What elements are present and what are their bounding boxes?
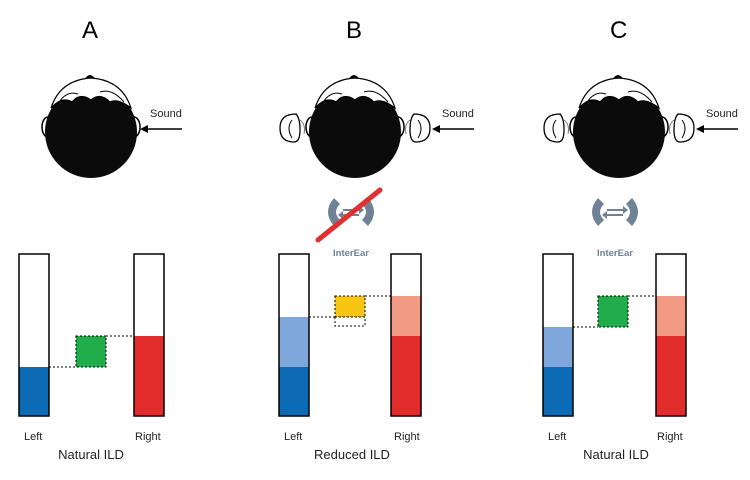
ild-box <box>597 295 629 328</box>
sound-label: Sound <box>706 108 738 120</box>
left-label: Left <box>548 431 566 443</box>
sound-label: Sound <box>150 108 182 120</box>
panel-a: A Sound Left Right Nat <box>18 17 182 462</box>
panel-label-a: A <box>82 17 98 44</box>
ild-caption: Natural ILD <box>583 447 649 462</box>
sound-label: Sound <box>442 108 474 120</box>
panel-label-c: C <box>610 17 627 44</box>
right-label: Right <box>135 431 161 443</box>
disabled-strike-icon <box>315 187 383 243</box>
hearing-aid-left-icon <box>543 113 569 143</box>
ild-box-reduced <box>334 316 366 327</box>
hearing-aid-right-icon <box>669 113 695 143</box>
device-label: InterEar <box>597 248 633 259</box>
panel-b: B Sound <box>278 17 474 462</box>
hearing-aid-right-icon <box>405 113 431 143</box>
ild-box <box>75 335 107 368</box>
arrow-left-icon <box>696 125 738 133</box>
head-icon <box>41 75 141 178</box>
left-label: Left <box>284 431 302 443</box>
arrow-left-icon <box>140 125 182 133</box>
hearing-aid-left-icon <box>279 113 305 143</box>
device-label: InterEar <box>333 248 369 259</box>
left-level-bar <box>18 253 50 417</box>
right-label: Right <box>394 431 420 443</box>
left-level-bar <box>278 253 310 417</box>
panel-label-b: B <box>346 17 362 44</box>
arrow-left-icon <box>432 125 474 133</box>
panel-c: C Sound <box>542 17 738 462</box>
right-level-bar <box>390 253 422 417</box>
right-label: Right <box>657 431 683 443</box>
right-level-bar <box>133 253 165 417</box>
ild-caption: Reduced ILD <box>314 447 390 462</box>
right-level-bar <box>655 253 687 417</box>
ild-box <box>334 295 366 318</box>
left-level-bar <box>542 253 574 417</box>
ild-caption: Natural ILD <box>58 447 124 462</box>
left-label: Left <box>24 431 42 443</box>
interear-icon <box>592 198 638 226</box>
head-icon <box>305 75 405 178</box>
head-icon <box>569 75 669 178</box>
